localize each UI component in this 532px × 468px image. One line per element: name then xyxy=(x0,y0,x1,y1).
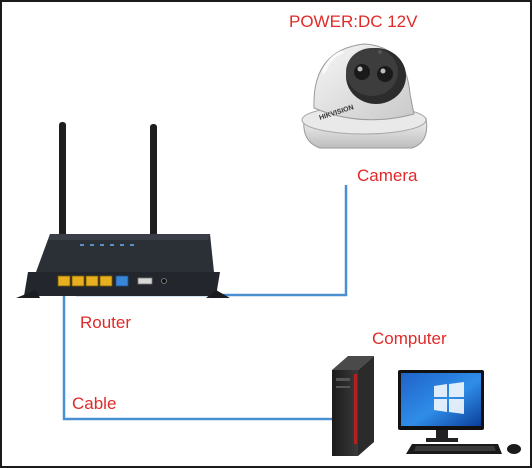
monitor-icon xyxy=(398,370,484,442)
cable-label: Cable xyxy=(72,394,117,413)
mouse-icon xyxy=(507,444,521,454)
power-jack xyxy=(161,278,167,284)
keyboard-icon xyxy=(406,444,502,454)
router-leds xyxy=(80,244,134,246)
usb-port xyxy=(137,277,153,285)
computer-cable xyxy=(62,289,332,421)
computer-tower-icon xyxy=(332,356,374,456)
router-icon xyxy=(16,122,230,298)
lan-ports xyxy=(57,275,113,287)
power-label: POWER:DC 12V xyxy=(289,12,418,31)
wan-port xyxy=(115,275,129,287)
computer-label: Computer xyxy=(372,329,447,348)
camera-icon xyxy=(301,43,428,149)
router-label: Router xyxy=(80,313,132,332)
camera-label: Camera xyxy=(357,166,418,185)
